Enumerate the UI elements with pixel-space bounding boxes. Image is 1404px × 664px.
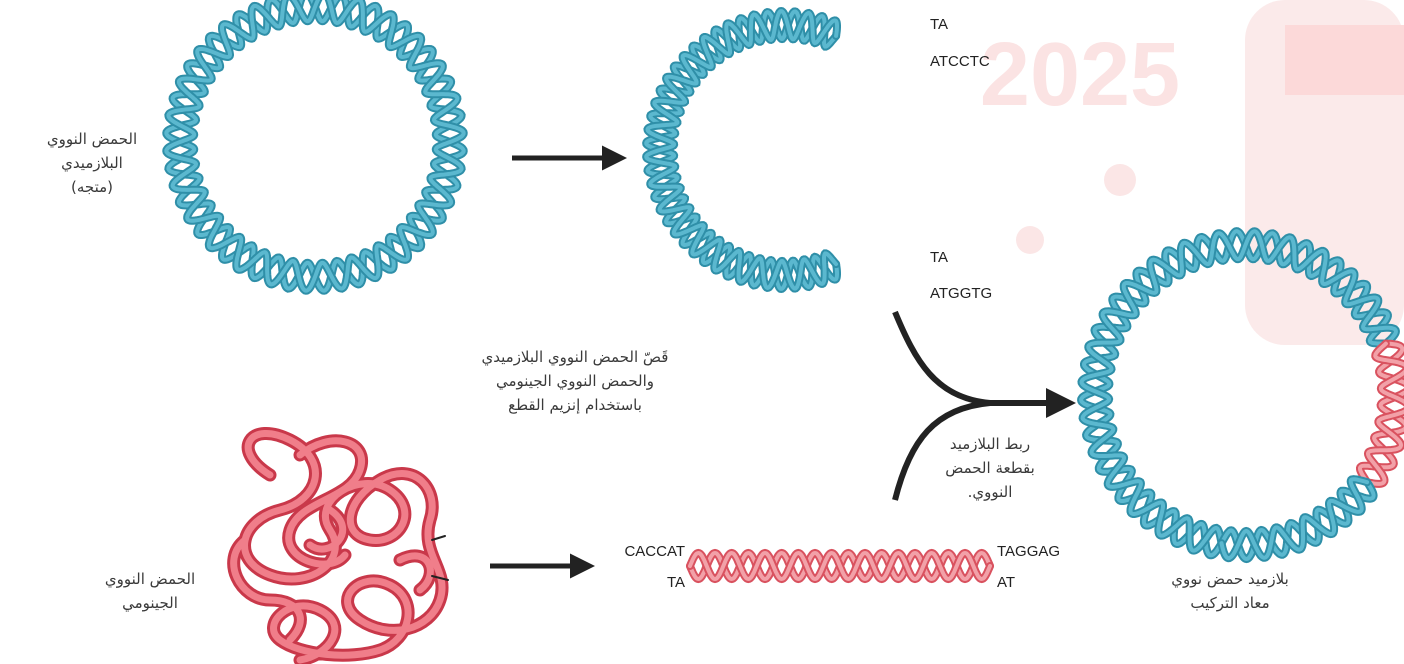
cut-plasmid-dna xyxy=(646,11,837,289)
watermark-year: 2025 xyxy=(980,25,1180,125)
open-plasmid-strand-a xyxy=(646,11,837,289)
recombinant-plasmid-circle xyxy=(1081,231,1404,559)
dna-fragment-helix xyxy=(690,553,990,579)
seq-frag-left-top: CACCAT xyxy=(624,543,685,560)
genomic-dna-tangle xyxy=(234,433,448,660)
seq-open-bottom-1: TA xyxy=(930,249,948,266)
seq-open-bottom-2: ATGGTG xyxy=(930,285,992,302)
label-genomic-dna: الحمض النووي الجينومي xyxy=(70,567,230,615)
open-plasmid-strand-b-outline xyxy=(646,11,837,289)
seq-open-top-1: TA xyxy=(930,16,948,33)
label-recombinant-plasmid: بلازميد حمض نووي معاد التركيب xyxy=(1130,567,1330,615)
open-plasmid-strand-b xyxy=(646,11,837,289)
seq-frag-left-bottom: TA xyxy=(667,574,685,591)
seq-frag-right-bottom: AT xyxy=(997,574,1015,591)
arrow-merge-top xyxy=(895,312,990,403)
seq-open-top-2: ATCCTC xyxy=(930,53,990,70)
seq-frag-right-top: TAGGAG xyxy=(997,543,1060,560)
label-ligation-step: ربط البلازميد بقطعة الحمض النووي. xyxy=(930,432,1050,504)
label-plasmid-dna: الحمض النووي البلازميدي (متجه) xyxy=(22,127,162,199)
open-plasmid-strand-a-outline xyxy=(646,11,837,289)
label-cutting-step: قَصّ الحمض النووي البلازميدي والحمض النو… xyxy=(415,345,735,417)
plasmid-dna-circle xyxy=(166,0,463,291)
